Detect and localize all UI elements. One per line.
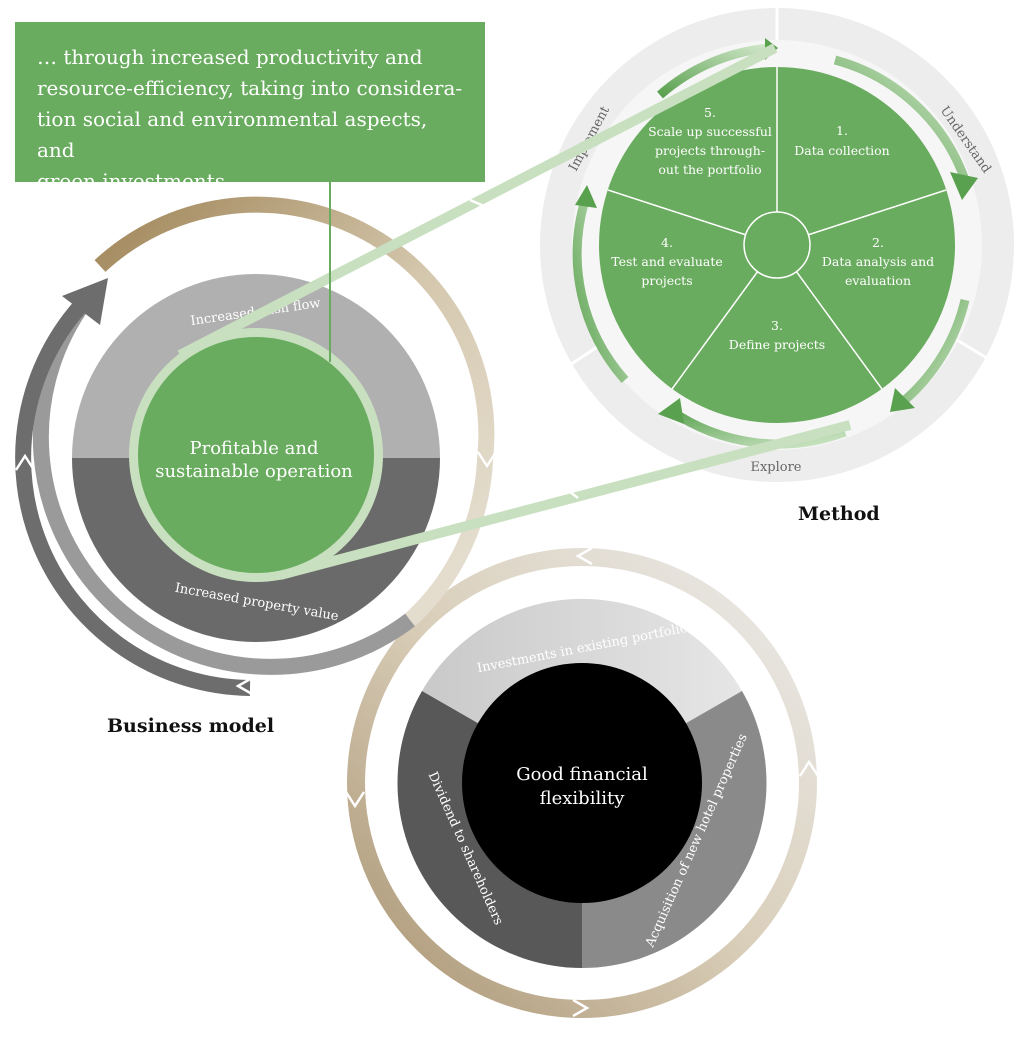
business-center-line2: sustainable operation xyxy=(155,461,353,482)
business-center-line1: Profitable and xyxy=(189,438,318,459)
method-diagram: 1. Data collection 2. Data analysis and … xyxy=(540,8,1014,482)
callout-line: tion social and environmental aspects, a… xyxy=(37,107,428,162)
step-5-label: 5. Scale up successful projects through-… xyxy=(648,105,772,177)
step-text: Test and evaluate xyxy=(611,254,723,269)
business-core-halo xyxy=(129,328,383,582)
financial-diagram: Good financial flexibility Investments i… xyxy=(344,546,820,1018)
step-text: projects xyxy=(641,273,692,288)
step-text: Data analysis and xyxy=(822,254,934,269)
business-ring-grey-left xyxy=(15,294,251,696)
understand-arrow-head xyxy=(950,172,978,200)
step-4-label: 4. Test and evaluate projects xyxy=(611,235,723,288)
funnel-lower-line xyxy=(278,420,852,580)
method-title: Method xyxy=(798,503,880,525)
callout-line: … through increased productivity and xyxy=(37,45,423,69)
financial-ring-chevron xyxy=(575,546,593,566)
callout-line: resource-efficiency, taking into conside… xyxy=(37,76,463,100)
financial-ring-chevron xyxy=(798,759,820,777)
explore-arrow-head xyxy=(890,388,915,412)
define-arc-arrow xyxy=(667,406,847,449)
step-text: Define projects xyxy=(729,337,825,352)
business-core: Profitable and sustainable operation xyxy=(129,328,383,582)
explore-label: Explore xyxy=(750,460,801,475)
funnel-chevron xyxy=(563,480,581,499)
financial-center-line1: Good financial xyxy=(516,764,648,785)
implement-arc-arrow xyxy=(572,198,629,383)
step-text: projects through- xyxy=(655,143,765,158)
step-number: 2. xyxy=(872,235,884,250)
financial-ring-chevron xyxy=(572,998,590,1018)
understand-arc-arrow xyxy=(833,55,970,182)
method-ring-divider xyxy=(956,338,991,362)
funnel-upper-line xyxy=(177,43,778,360)
business-ring-chevron xyxy=(14,453,36,471)
method-ring-divider xyxy=(569,343,601,367)
step-text: out the portfolio xyxy=(658,162,761,177)
step-1-label: 1. Data collection xyxy=(794,123,889,158)
financial-center-line2: flexibility xyxy=(540,788,626,809)
step-number: 3. xyxy=(771,318,783,333)
business-ring-chevron xyxy=(476,451,498,469)
callout-box: … through increased productivity and res… xyxy=(15,22,485,193)
business-ring-grey xyxy=(32,295,415,675)
step-number: 4. xyxy=(661,235,673,250)
business-ring-chevron xyxy=(259,218,277,238)
callout-line: green investments xyxy=(37,169,225,193)
step-3-label: 3. Define projects xyxy=(729,318,825,352)
funnel-chevron xyxy=(469,198,486,219)
explore-arc-arrow xyxy=(902,298,970,404)
step-text: evaluation xyxy=(845,273,911,288)
step-text: Scale up successful xyxy=(648,124,772,139)
financial-ring-chevron xyxy=(344,791,366,809)
business-ring-arrow-head xyxy=(62,278,108,325)
step-2-label: 2. Data analysis and evaluation xyxy=(822,235,934,288)
financial-core xyxy=(462,663,702,903)
business-ring-chevron xyxy=(235,676,253,696)
method-hub xyxy=(743,211,811,279)
business-model-title: Business model xyxy=(107,715,275,737)
define-arrow-head xyxy=(658,398,684,424)
scaleup-arc-arrow xyxy=(657,43,771,99)
step-number: 5. xyxy=(704,105,716,120)
step-number: 1. xyxy=(836,123,848,138)
business-core-circle xyxy=(138,337,374,573)
step-text: Data collection xyxy=(794,143,889,158)
connector-funnel xyxy=(177,43,852,580)
implement-arrow-head xyxy=(575,185,597,208)
